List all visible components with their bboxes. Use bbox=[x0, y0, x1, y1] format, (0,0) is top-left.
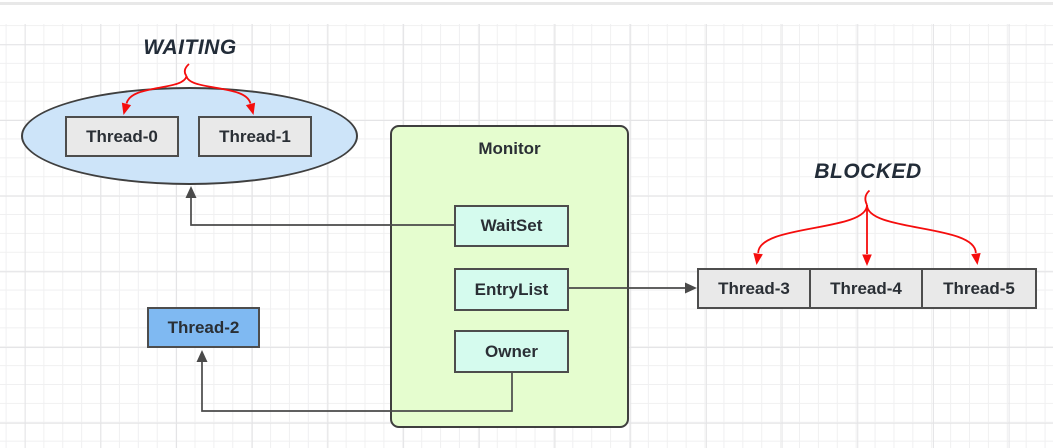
node-thread-0[interactable]: Thread-0 bbox=[65, 116, 179, 157]
node-entrylist[interactable]: EntryList bbox=[454, 268, 569, 311]
blocked-label[interactable]: BLOCKED bbox=[814, 160, 922, 183]
node-thread-3[interactable]: Thread-3 bbox=[697, 268, 811, 309]
monitor-title: Monitor bbox=[478, 139, 541, 158]
blocked-arrows[interactable] bbox=[752, 189, 983, 267]
node-thread-5[interactable]: Thread-5 bbox=[921, 268, 1037, 309]
node-thread-4[interactable]: Thread-4 bbox=[809, 268, 923, 309]
waiting-arrows[interactable] bbox=[119, 63, 258, 116]
edge-owner-to-thread2[interactable] bbox=[196, 350, 513, 412]
node-thread-2[interactable]: Thread-2 bbox=[147, 307, 260, 348]
window-top-border bbox=[0, 2, 1053, 5]
node-owner[interactable]: Owner bbox=[454, 330, 569, 373]
edge-waitset-to-waiting-group[interactable] bbox=[185, 186, 456, 226]
node-waitset[interactable]: WaitSet bbox=[454, 205, 569, 247]
waiting-label[interactable]: WAITING bbox=[143, 36, 237, 59]
edge-entrylist-to-blocked-group[interactable] bbox=[569, 282, 697, 294]
node-thread-1[interactable]: Thread-1 bbox=[198, 116, 312, 157]
